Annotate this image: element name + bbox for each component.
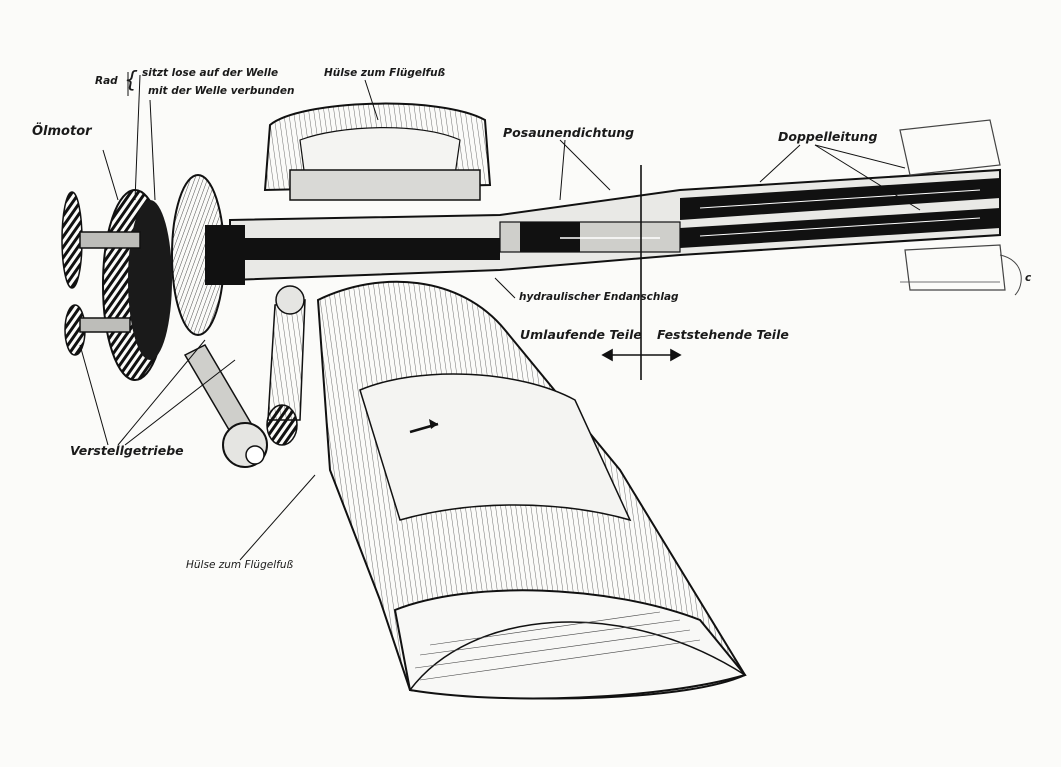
label-verstellgetriebe: Verstellgetriebe: [70, 443, 184, 458]
label-doppelleitung: Doppelleitung: [778, 129, 878, 144]
upper-hub: [263, 102, 492, 201]
leader-lines: [79, 72, 921, 561]
label-rad-fest: mit der Welle verbunden: [148, 85, 295, 97]
label-rad: Rad: [95, 75, 118, 87]
label-huelse-top: Hülse zum Flügelfuß: [324, 67, 446, 79]
main-shaft: [229, 119, 1022, 296]
adjusting-gear-linkage: [183, 285, 306, 468]
brace: {: [124, 68, 138, 93]
label-umlaufende-teile: Umlaufende Teile: [520, 327, 642, 342]
label-oelmotor: Ölmotor: [32, 124, 92, 139]
label-posaunendichtung: Posaunendichtung: [503, 125, 635, 140]
blade-sleeve: [316, 280, 747, 700]
label-rad-lose: sitzt lose auf der Welle: [142, 67, 279, 79]
label-c: c: [1025, 272, 1032, 284]
label-feststehende-teile: Feststehende Teile: [657, 327, 789, 342]
label-huelse-bottom: Hülse zum Flügelfuß: [186, 559, 294, 571]
label-endanschlag: hydraulischer Endanschlag: [519, 291, 679, 303]
divider-cross: [601, 165, 682, 380]
oil-motor: [61, 174, 245, 381]
